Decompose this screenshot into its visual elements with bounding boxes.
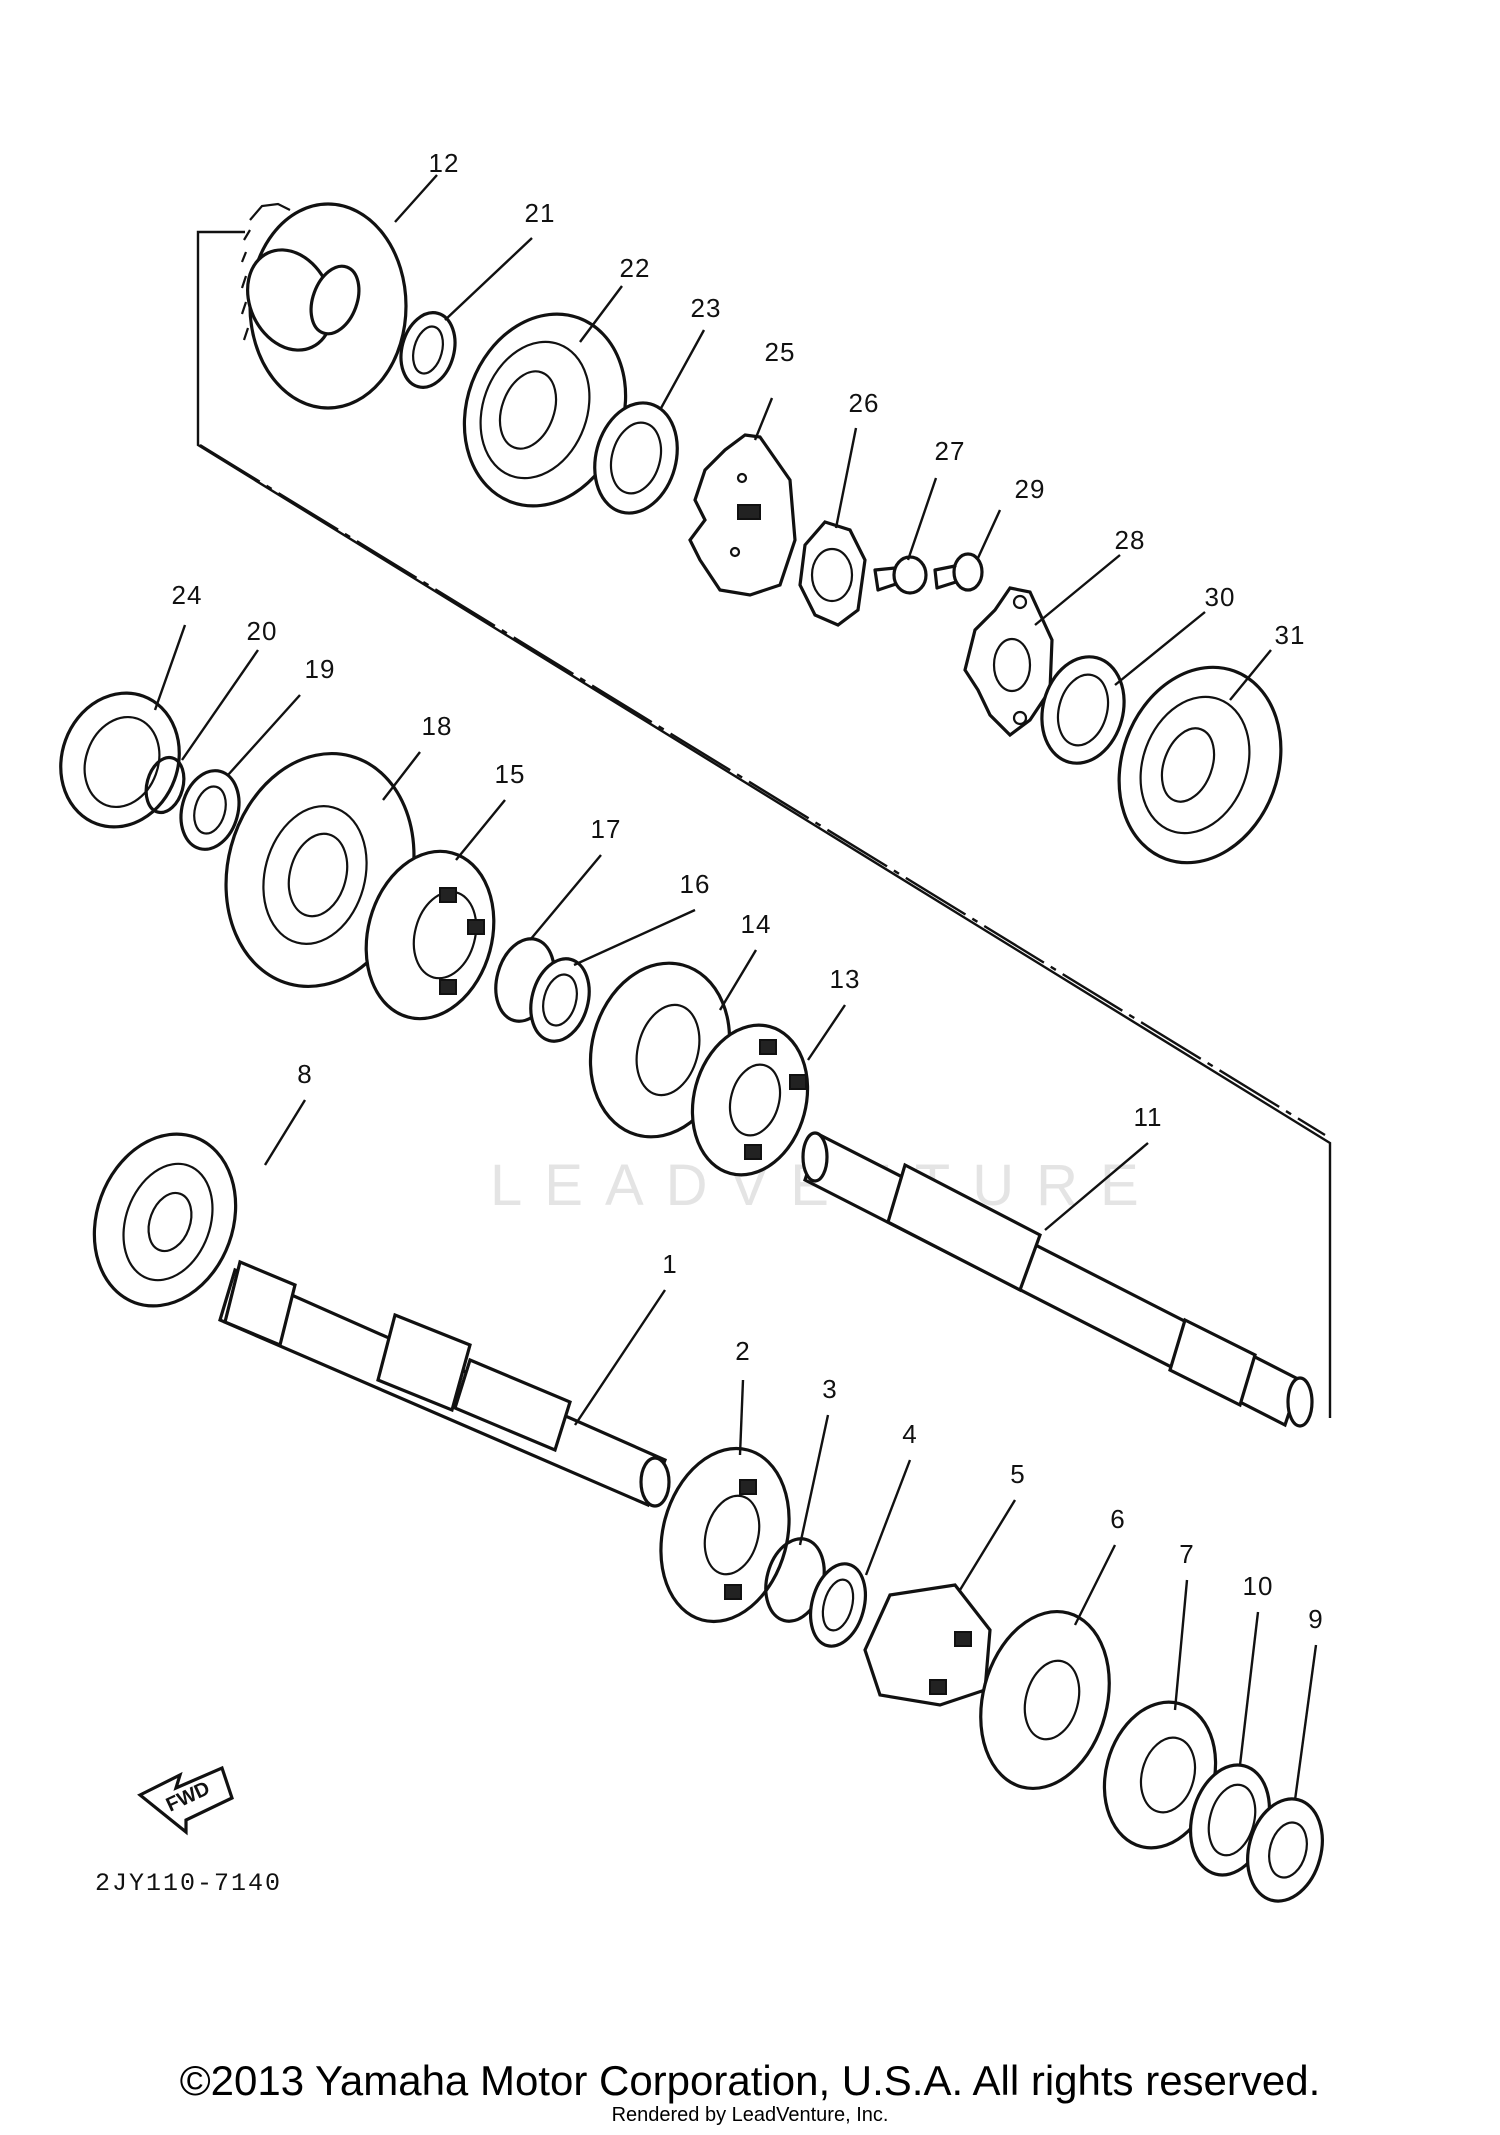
part-8-bearing[interactable]	[71, 1114, 259, 1326]
part-29-screw[interactable]	[933, 552, 984, 592]
callout-27[interactable]: 27	[935, 436, 966, 466]
fwd-arrow-icon: FWD	[137, 1765, 234, 1836]
callout-30[interactable]: 30	[1205, 582, 1236, 612]
rendered-by-credit: Rendered by LeadVenture, Inc.	[611, 2104, 889, 2126]
assembly-outline	[196, 230, 1332, 1418]
callout-6[interactable]: 6	[1110, 1504, 1125, 1534]
callout-28[interactable]: 28	[1115, 525, 1146, 555]
callout-21[interactable]: 21	[525, 198, 556, 228]
callout-16[interactable]: 16	[680, 869, 711, 899]
callout-numbers: 1 2 3 4 5 6 7 8 9 10 11 12 13 14 15 16 1…	[172, 148, 1323, 1634]
callout-29[interactable]: 29	[1015, 474, 1046, 504]
part-9-washer[interactable]	[1237, 1790, 1333, 1909]
callout-31[interactable]: 31	[1275, 620, 1306, 650]
part-2-gear[interactable]	[642, 1434, 807, 1636]
part-30-oil-seal[interactable]	[1030, 647, 1135, 772]
callout-7[interactable]: 7	[1179, 1539, 1194, 1569]
callout-13[interactable]: 13	[830, 964, 861, 994]
callout-8[interactable]: 8	[297, 1059, 312, 1089]
part-6-gear[interactable]	[962, 1597, 1128, 1803]
diagram-code: 2JY110-7140	[95, 1869, 282, 1898]
callout-5[interactable]: 5	[1010, 1459, 1025, 1489]
part-1-main-axle[interactable]	[218, 1259, 671, 1508]
callout-20[interactable]: 20	[247, 616, 278, 646]
callout-26[interactable]: 26	[849, 388, 880, 418]
callout-3[interactable]: 3	[822, 1374, 837, 1404]
part-28-plate[interactable]	[963, 586, 1054, 738]
part-15-gear[interactable]	[348, 837, 512, 1033]
part-4-washer[interactable]	[802, 1558, 874, 1653]
part-20-circlip[interactable]	[140, 753, 189, 816]
part-23-oil-seal[interactable]	[583, 394, 689, 523]
part-24-bearing[interactable]	[42, 676, 198, 843]
callout-23[interactable]: 23	[691, 293, 722, 323]
callout-22[interactable]: 22	[620, 253, 651, 283]
part-27-bolt[interactable]	[873, 555, 928, 595]
part-13-gear[interactable]	[676, 1012, 824, 1188]
callout-leaders	[153, 174, 1318, 1801]
callout-17[interactable]: 17	[591, 814, 622, 844]
callout-9[interactable]: 9	[1308, 1604, 1323, 1634]
copyright-notice: ©2013 Yamaha Motor Corporation, U.S.A. A…	[179, 2057, 1321, 2104]
part-21-washer[interactable]	[393, 307, 463, 394]
callout-4[interactable]: 4	[902, 1419, 917, 1449]
callout-10[interactable]: 10	[1243, 1571, 1274, 1601]
callout-12[interactable]: 12	[429, 148, 460, 178]
part-16-washer[interactable]	[522, 952, 598, 1048]
part-31-bearing[interactable]	[1093, 644, 1308, 885]
callout-15[interactable]: 15	[495, 759, 526, 789]
part-11-drive-axle[interactable]	[801, 1131, 1314, 1428]
callout-1[interactable]: 1	[662, 1249, 677, 1279]
callout-19[interactable]: 19	[305, 654, 336, 684]
callout-14[interactable]: 14	[741, 909, 772, 939]
part-12-gear[interactable]	[232, 202, 408, 410]
callout-2[interactable]: 2	[735, 1336, 750, 1366]
callout-25[interactable]: 25	[765, 337, 796, 367]
part-26-lock-washer[interactable]	[798, 520, 867, 627]
part-5-gear[interactable]	[863, 1583, 992, 1707]
callout-24[interactable]: 24	[172, 580, 203, 610]
callout-11[interactable]: 11	[1134, 1102, 1163, 1132]
part-25-drive-sprocket[interactable]	[688, 433, 797, 597]
part-19-washer[interactable]	[173, 764, 248, 856]
callout-18[interactable]: 18	[422, 711, 453, 741]
